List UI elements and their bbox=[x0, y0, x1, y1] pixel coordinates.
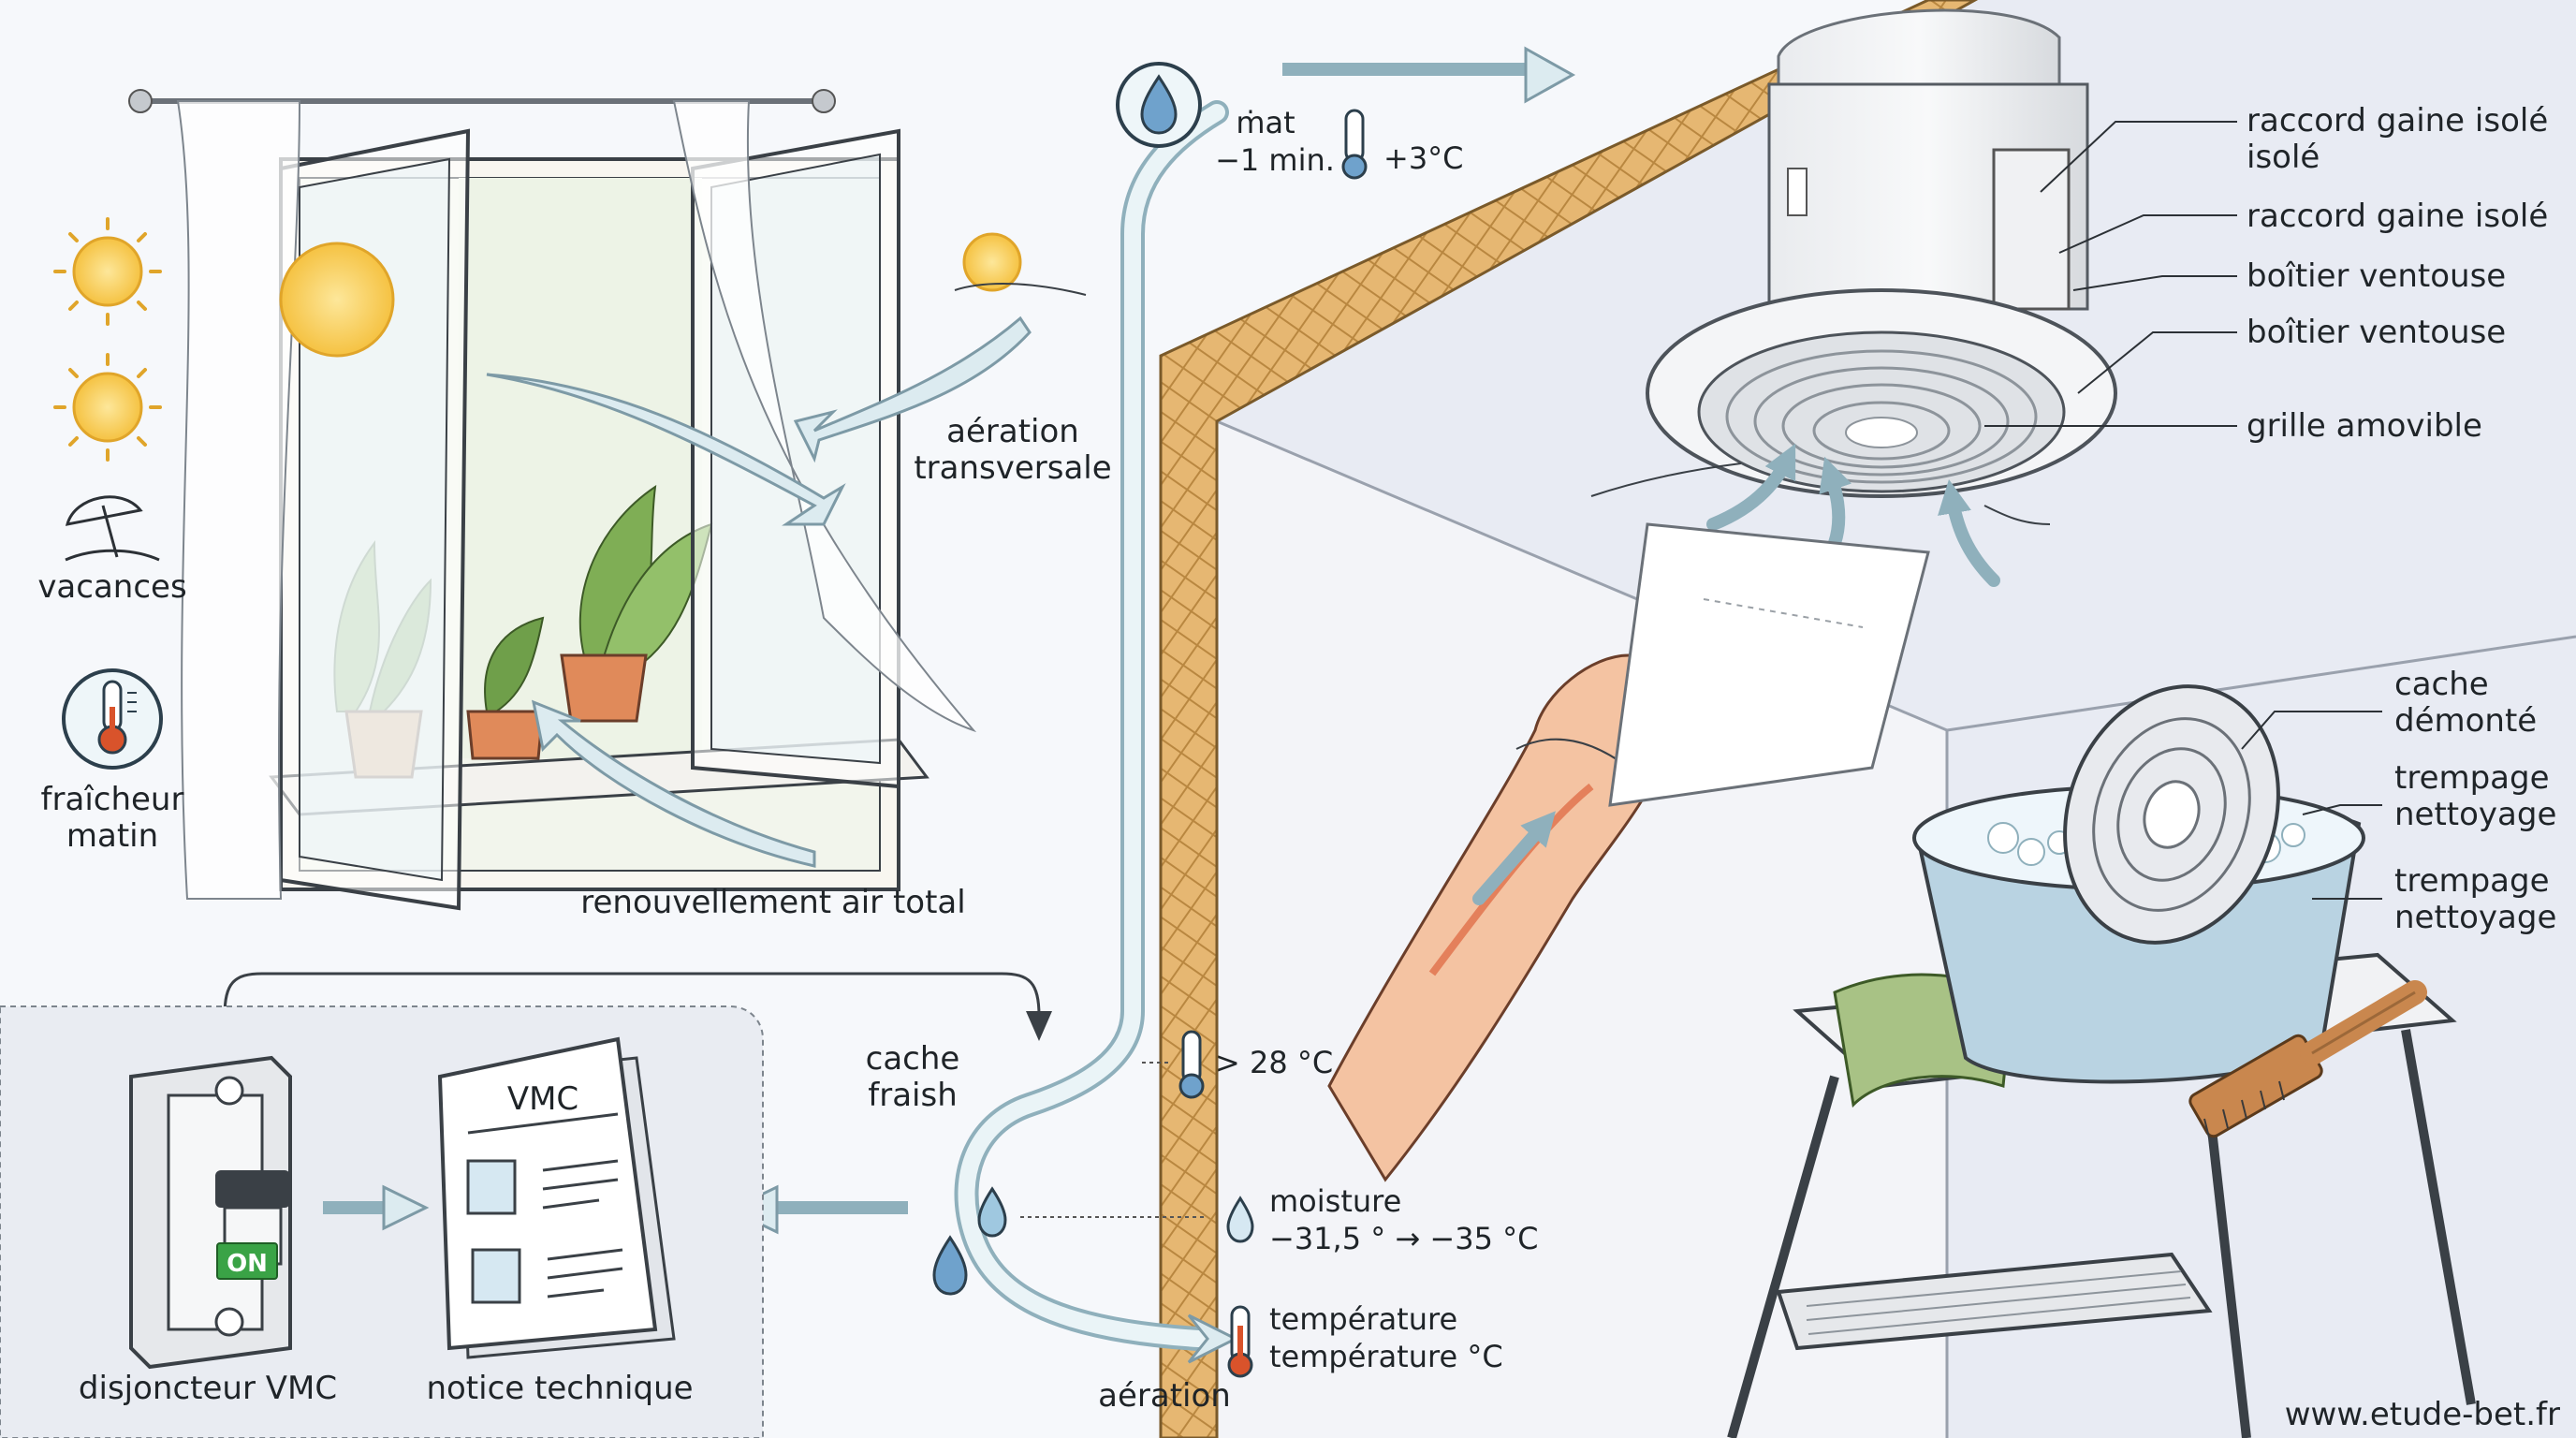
hand-with-tissue bbox=[1327, 522, 1930, 1182]
moisture-range: −31,5 ° → −35 °C bbox=[1269, 1221, 1538, 1256]
thermometer-icon bbox=[62, 668, 163, 770]
aeration-label: aération bbox=[1098, 1377, 1231, 1415]
breaker-icon: ON bbox=[129, 1055, 292, 1370]
droplet-icon bbox=[1116, 62, 1202, 148]
mat-duration: −1 min. bbox=[1215, 142, 1335, 178]
beach-umbrella-icon bbox=[65, 495, 160, 562]
window-scene bbox=[128, 89, 1087, 911]
sun-icon bbox=[53, 217, 162, 326]
temp-small: +3°C bbox=[1383, 140, 1464, 176]
vent-label-duct: raccord gaine isolé bbox=[2247, 198, 2548, 235]
thermometer-icon bbox=[1341, 109, 1368, 180]
thermometer-icon bbox=[1227, 1305, 1253, 1378]
mat-label: ṁat bbox=[1236, 105, 1295, 140]
thermometer-icon bbox=[1178, 1030, 1205, 1099]
temperature-label: température bbox=[1269, 1301, 1457, 1337]
stepladder-with-basin bbox=[1727, 684, 2476, 1438]
vent-label-housing: boîtier ventouse bbox=[2247, 257, 2506, 295]
breaker-label: disjoncteur VMC bbox=[79, 1370, 337, 1407]
insulation-layer bbox=[1159, 0, 1979, 1438]
total-air-renewal-label: renouvellement air total bbox=[580, 884, 965, 921]
vent-cover bbox=[2063, 684, 2280, 945]
breaker-switch-state: ON bbox=[227, 1250, 268, 1278]
vent-label-removable-grille: grille amovible bbox=[2247, 407, 2482, 445]
vent-label-housing-ring: boîtier ventouse bbox=[2247, 314, 2506, 351]
vent-assembly bbox=[1590, 8, 2117, 587]
vacation-label: vacances bbox=[37, 568, 186, 606]
temperature-unit: température °C bbox=[1269, 1339, 1503, 1374]
sun-icon bbox=[53, 353, 162, 462]
manual-icon: VMC bbox=[437, 1036, 676, 1359]
on-switch-badge bbox=[216, 1242, 278, 1280]
over-28-label: > 28 °C bbox=[1215, 1045, 1333, 1080]
bottom-left-panel: ON disjoncteur VMC VMC notice technique bbox=[0, 1005, 764, 1438]
watermark: www.etude-bet.fr bbox=[2285, 1396, 2560, 1433]
moisture-label: moisture bbox=[1269, 1183, 1401, 1219]
brush-icon bbox=[2188, 980, 2427, 1138]
manual-title: VMC bbox=[507, 1080, 578, 1118]
manual-label: notice technique bbox=[426, 1370, 693, 1407]
